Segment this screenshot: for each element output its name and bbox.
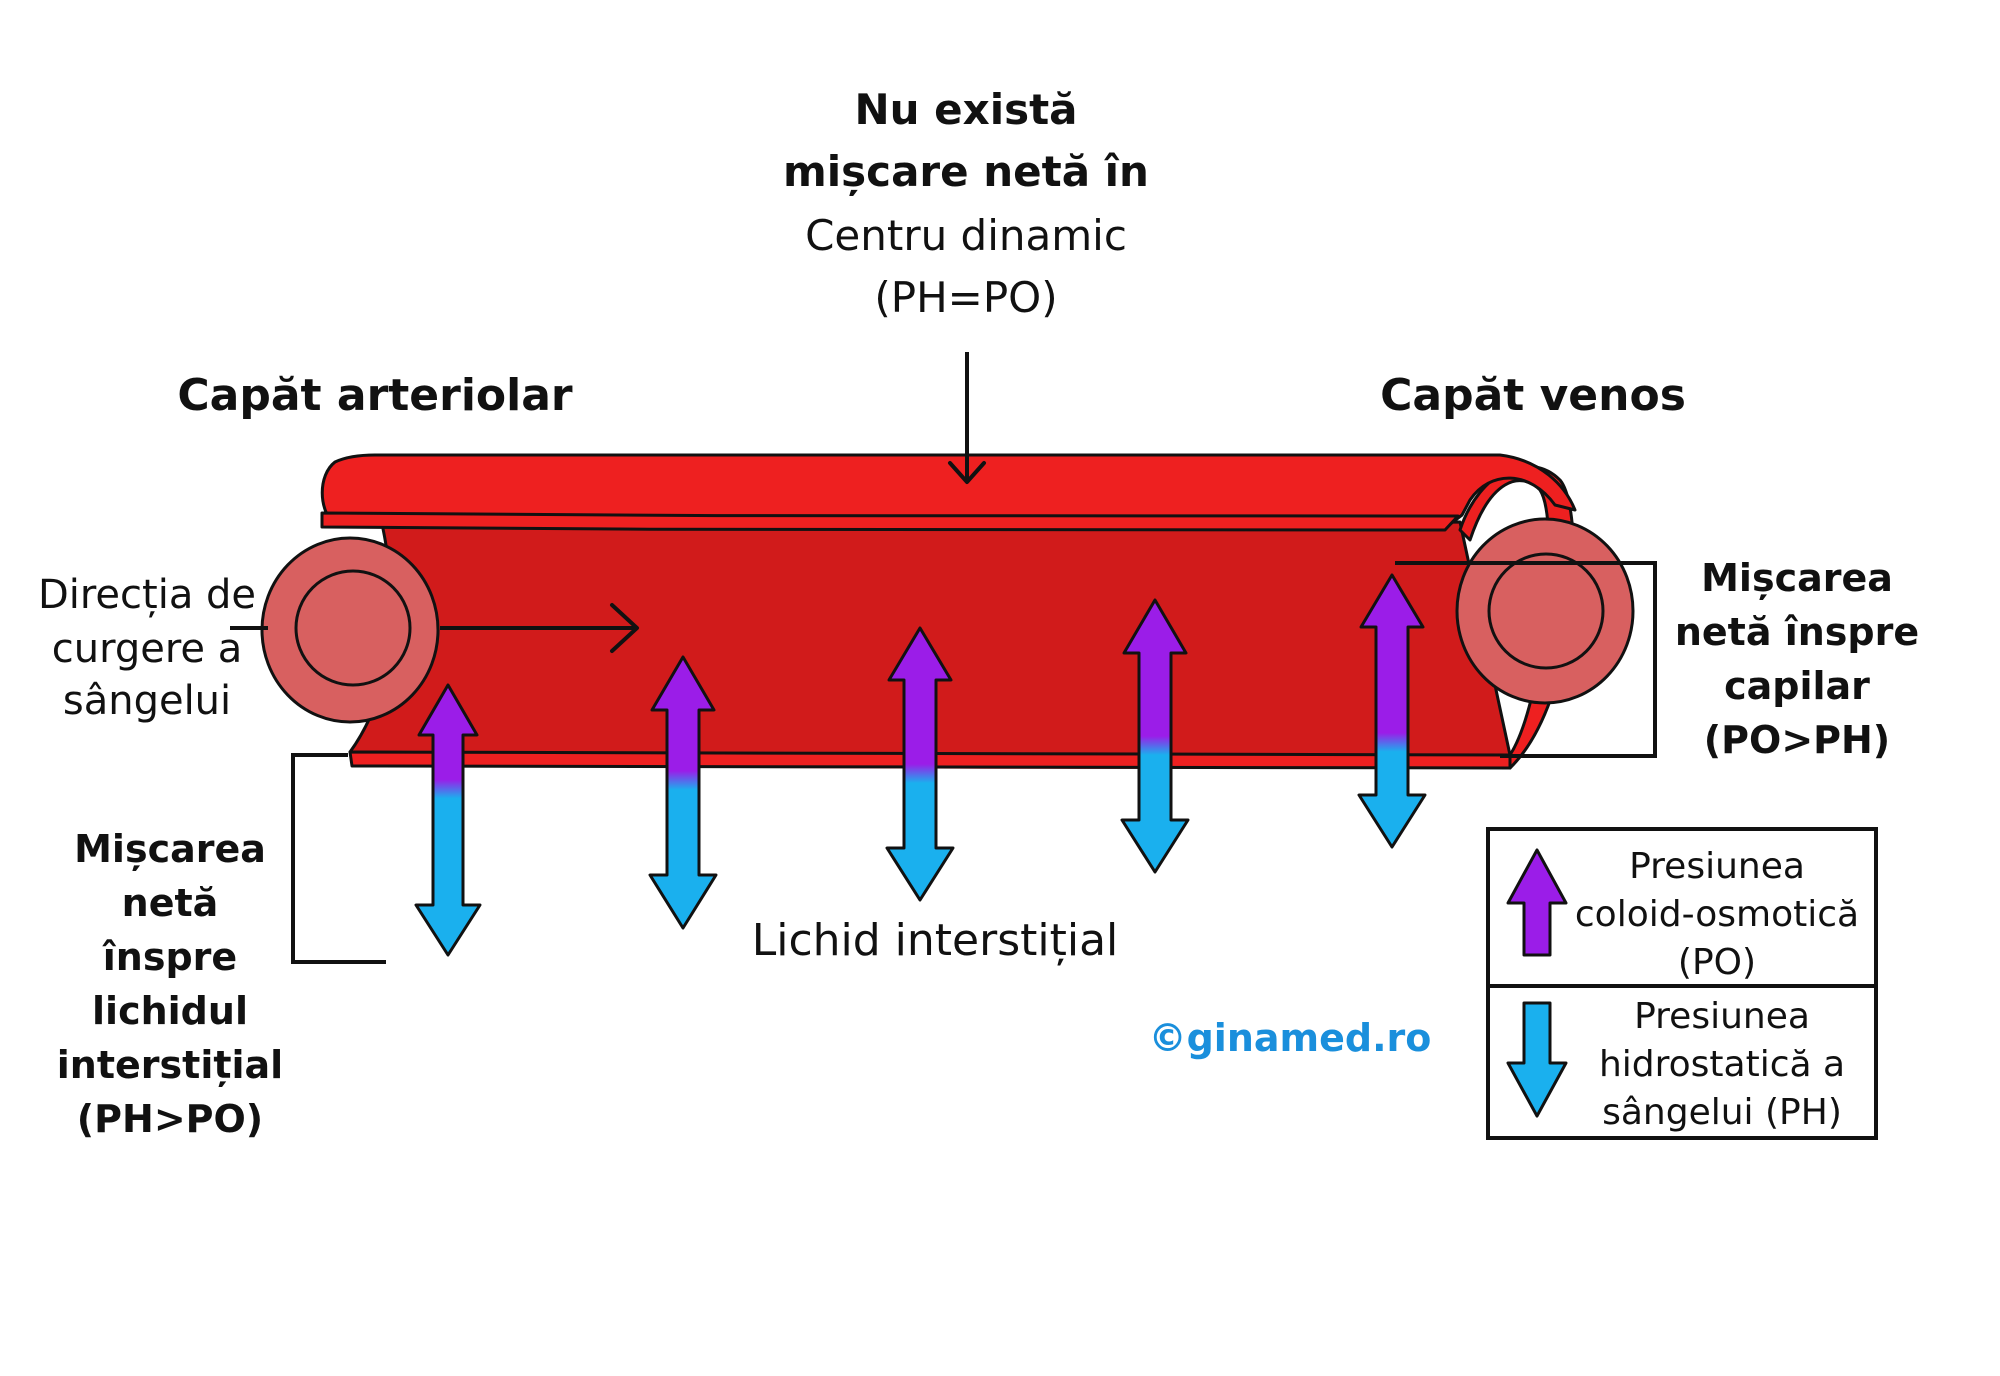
arterial-cross-section — [260, 536, 440, 724]
legend-hydrostatic-line-1: Presiunea — [1634, 996, 1810, 1037]
pressure-arrow-4 — [1120, 598, 1190, 874]
right-net-movement-line-1: Mișcarea — [1701, 556, 1893, 600]
left-net-movement-line-2: netă — [122, 881, 219, 925]
interstitial-fluid-label: Lichid interstițial — [752, 915, 1119, 966]
left-net-movement-line-4: lichidul — [92, 989, 248, 1033]
arterial-lumen — [294, 569, 412, 687]
legend-oncotic-line-2: coloid-osmotică — [1575, 894, 1859, 935]
legend-oncotic-line-3: (PO) — [1678, 942, 1756, 983]
flow-direction-arrow — [230, 603, 639, 653]
arterial-end-label: Capăt arteriolar — [177, 370, 573, 421]
venous-cross-section — [1455, 517, 1635, 705]
top-note-line-3: Centru dinamic — [805, 211, 1127, 260]
left-net-movement-line-1: Mișcarea — [74, 827, 266, 871]
pressure-arrow-1 — [414, 683, 482, 957]
venous-end-label: Capăt venos — [1380, 370, 1686, 421]
legend-hydrostatic-line-3: sângelui (PH) — [1602, 1092, 1842, 1133]
left-net-movement-bracket — [291, 753, 386, 964]
flow-direction-line-1: Direcția de — [38, 572, 256, 618]
venous-lumen — [1487, 552, 1605, 670]
pressure-arrows — [414, 573, 1427, 957]
flow-direction-line-2: curgere a — [52, 626, 243, 672]
legend-hydrostatic-arrow-icon — [1506, 1001, 1568, 1118]
right-net-movement-line-2: netă înspre — [1675, 610, 1919, 654]
right-net-movement-line-4: (PO>PH) — [1704, 718, 1890, 762]
top-note-line-2: mișcare netă în — [783, 147, 1149, 197]
legend-oncotic-line-1: Presiunea — [1629, 846, 1805, 887]
pressure-arrow-5 — [1357, 573, 1427, 849]
pressure-arrow-3 — [885, 626, 955, 902]
top-note-line-1: Nu există — [854, 85, 1077, 134]
right-net-movement-bracket — [1395, 561, 1657, 758]
right-net-movement-line-3: capilar — [1724, 664, 1870, 708]
vessel-top-rim — [320, 511, 1460, 533]
pressure-arrow-2 — [648, 655, 718, 930]
left-net-movement-line-3: înspre — [102, 935, 237, 979]
copyright-label: ©ginamed.ro — [1149, 1016, 1432, 1060]
dynamic-center-arrow — [948, 352, 986, 484]
legend: Presiunea coloid-osmotică (PO) Presiunea… — [1486, 827, 1878, 1140]
left-net-movement-line-5: interstițial — [57, 1043, 283, 1087]
flow-direction-line-3: sângelui — [63, 678, 231, 724]
top-note-line-4: (PH=PO) — [874, 273, 1057, 322]
left-net-movement-line-6: (PH>PO) — [77, 1097, 263, 1141]
legend-hydrostatic-line-2: hidrostatică a — [1599, 1044, 1845, 1085]
legend-oncotic-arrow-icon — [1506, 848, 1568, 957]
